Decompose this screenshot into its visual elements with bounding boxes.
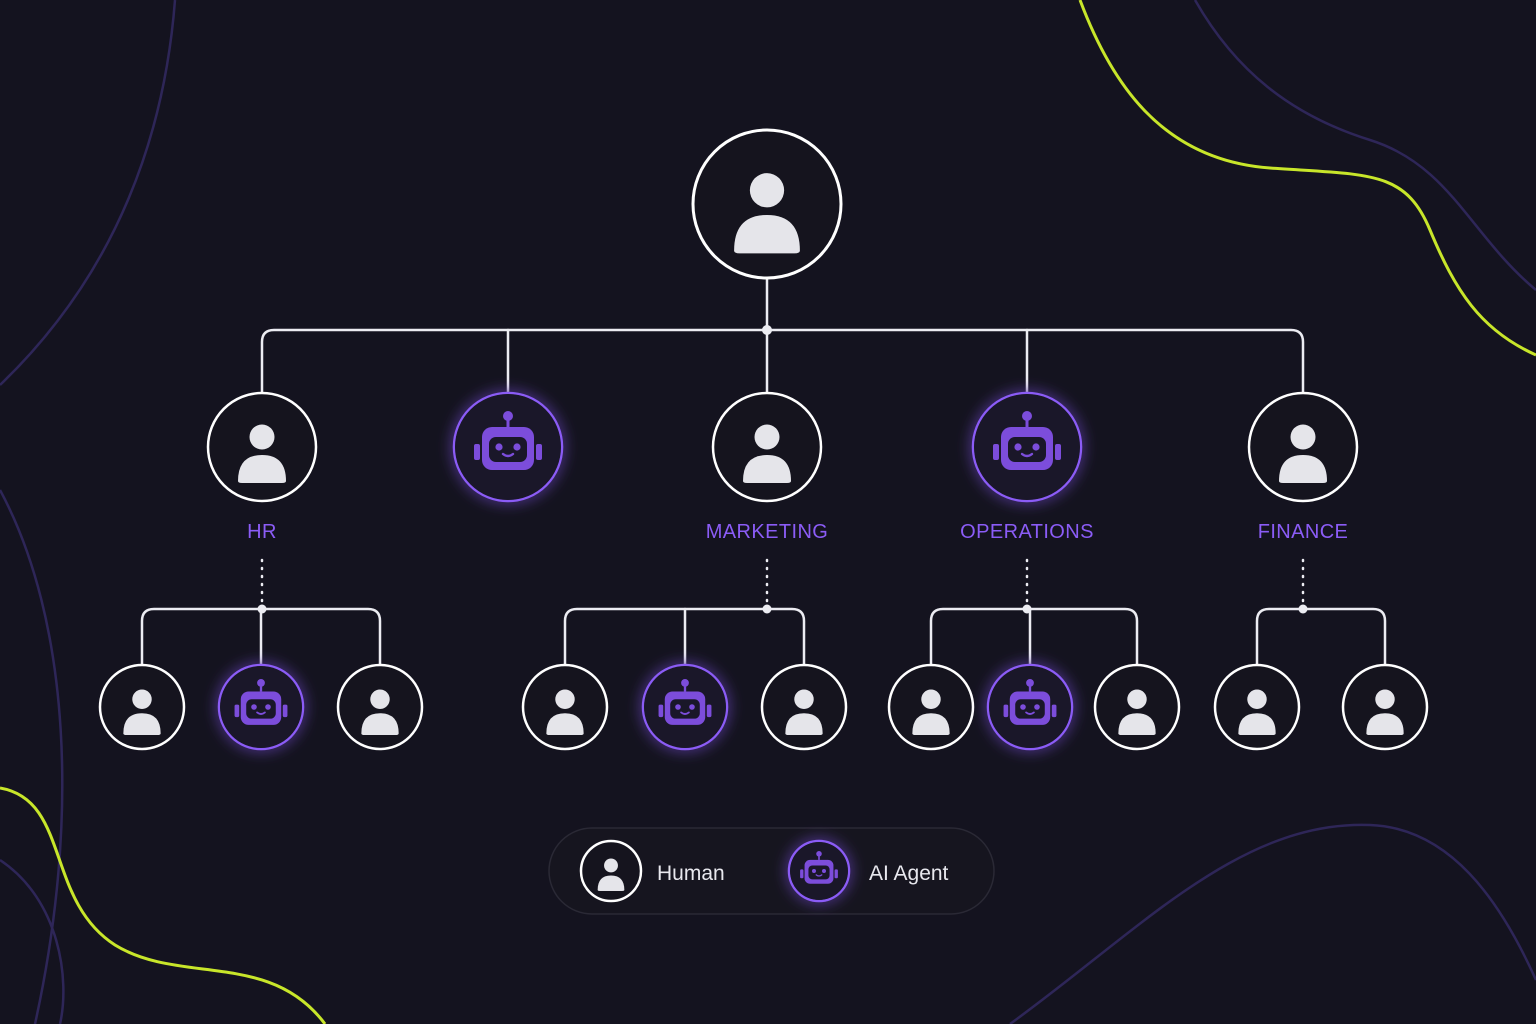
legend-agent-icon bbox=[787, 839, 851, 903]
sub-bus-line bbox=[929, 607, 1139, 667]
person-icon bbox=[1238, 689, 1276, 735]
member-node bbox=[1341, 663, 1429, 751]
legend-agent-node bbox=[787, 839, 851, 903]
member-node bbox=[760, 663, 848, 751]
connector-lines bbox=[140, 276, 1387, 667]
junction-dot bbox=[1298, 604, 1308, 614]
purple-curve-bottom-left bbox=[0, 858, 65, 1024]
robot-icon bbox=[234, 679, 288, 725]
person-icon bbox=[743, 424, 791, 483]
robot-icon bbox=[474, 411, 542, 470]
org-nodes bbox=[98, 128, 1429, 751]
member-node bbox=[98, 663, 186, 751]
department-label: FINANCE bbox=[1258, 521, 1349, 543]
member-node bbox=[217, 663, 305, 751]
person-icon bbox=[361, 689, 399, 735]
department-head-node bbox=[971, 391, 1083, 503]
robot-icon bbox=[800, 851, 838, 884]
purple-curve-top-right bbox=[1193, 0, 1536, 291]
member-node bbox=[986, 663, 1074, 751]
junction-dot bbox=[257, 604, 267, 614]
member-node bbox=[521, 663, 609, 751]
person-icon bbox=[912, 689, 950, 735]
department-head-node bbox=[206, 391, 318, 503]
person-icon bbox=[123, 689, 161, 735]
member-node bbox=[887, 663, 975, 751]
member-node bbox=[1093, 663, 1181, 751]
person-icon bbox=[597, 858, 625, 891]
department-label: MARKETING bbox=[706, 521, 829, 543]
person-icon bbox=[238, 424, 286, 483]
junction-dot bbox=[762, 604, 772, 614]
person-icon bbox=[785, 689, 823, 735]
root-node bbox=[691, 128, 843, 280]
legend-human-icon bbox=[579, 839, 643, 903]
department-labels: HR MARKETING OPERATIONS FINANCE bbox=[247, 521, 1348, 543]
department-label: OPERATIONS bbox=[960, 521, 1094, 543]
member-node bbox=[1213, 663, 1301, 751]
purple-curve-left bbox=[0, 489, 64, 1024]
person-icon bbox=[546, 689, 584, 735]
legend: Human AI Agent bbox=[548, 827, 995, 915]
department-head-node bbox=[452, 391, 564, 503]
legend-agent-label: AI Agent bbox=[869, 862, 949, 885]
legend-human-node bbox=[579, 839, 643, 903]
legend-box bbox=[548, 827, 995, 915]
person-icon bbox=[1366, 689, 1404, 735]
robot-icon bbox=[993, 411, 1061, 470]
junction-dot bbox=[1022, 604, 1032, 614]
person-icon bbox=[1279, 424, 1327, 483]
person-icon bbox=[734, 173, 800, 254]
member-node bbox=[641, 663, 729, 751]
robot-icon bbox=[1003, 679, 1057, 725]
person-icon bbox=[1118, 689, 1156, 735]
purple-curve-top-left bbox=[0, 0, 177, 386]
purple-curve-bottom-right bbox=[1009, 823, 1536, 1024]
member-node bbox=[336, 663, 424, 751]
lime-curve-bottom-left bbox=[0, 786, 327, 1024]
junction-dot bbox=[762, 325, 772, 335]
department-label: HR bbox=[247, 521, 277, 543]
legend-human-label: Human bbox=[657, 862, 725, 885]
main-bus-line bbox=[260, 328, 1305, 395]
department-head-node bbox=[1247, 391, 1359, 503]
sub-bus-line bbox=[1255, 607, 1387, 667]
robot-icon bbox=[658, 679, 712, 725]
lime-curve-top-right bbox=[1078, 0, 1536, 357]
department-head-node bbox=[711, 391, 823, 503]
